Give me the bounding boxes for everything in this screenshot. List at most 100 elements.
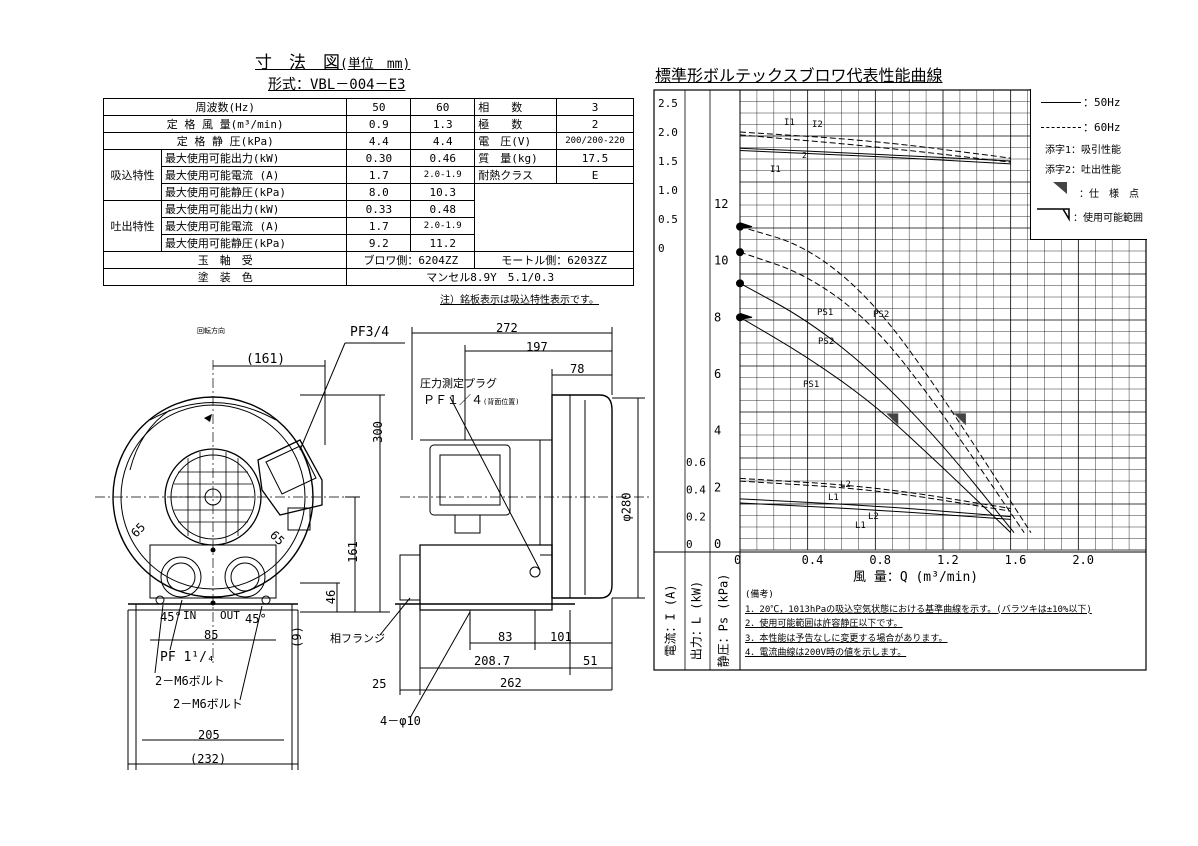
table-row: 塗 装 色 マンセル8.9Y 5.1/0.3 bbox=[102, 268, 634, 286]
note-4: 4．電流曲線は200V時の値を示します。 bbox=[745, 648, 907, 658]
table-row: 定 格 風 量(m³/min) 0.9 1.3 極 数 2 bbox=[102, 115, 634, 133]
range-icon bbox=[1037, 208, 1070, 222]
dim-197: 197 bbox=[526, 340, 548, 354]
x-tick-label: 2.0 bbox=[1072, 553, 1094, 567]
spec-label2: 極 数 bbox=[474, 115, 558, 133]
dimension-drawing bbox=[95, 327, 650, 770]
dim-pf34: PF3/4 bbox=[350, 325, 390, 340]
series-L1-60Hz bbox=[739, 480, 1011, 512]
table-row: 定 格 静 圧(kPa) 4.4 4.4 電 圧(V) 200/200-220 bbox=[102, 132, 634, 150]
table-row: 吐出特性 最大使用可能出力(kW) 0.33 0.48 bbox=[103, 200, 634, 252]
x-axis-label: 風 量：Q (m³/min) bbox=[853, 570, 979, 585]
table-row: 玉 軸 受 ブロワ側：6204ZZ モートル側：6203ZZ bbox=[102, 251, 634, 269]
table-row: 最大使用可能静圧(kPa) 8.0 10.3 bbox=[104, 183, 634, 252]
spec-point-icon bbox=[953, 413, 966, 426]
legend-sub2: 添字2：吐出性能 bbox=[1045, 165, 1122, 176]
power-tick-label: 0.2 bbox=[686, 511, 706, 524]
dim-161: 161 bbox=[345, 541, 360, 563]
legend-sub1: 添字1：吸引性能 bbox=[1045, 145, 1122, 156]
dim-161-paren: (161) bbox=[246, 352, 286, 367]
x-tick-label: 1.2 bbox=[937, 553, 959, 567]
deg-out: 45° bbox=[245, 612, 267, 626]
dim-phi280: φ280 bbox=[619, 492, 634, 522]
range-arrow-icon bbox=[739, 221, 753, 230]
series-start-point bbox=[736, 248, 744, 257]
curve-label-l2-60: L2 bbox=[840, 480, 851, 490]
bearing-motor: モートル側：6203ZZ bbox=[474, 251, 634, 269]
current-tick-label: 2.5 bbox=[658, 97, 678, 110]
current-tick-label: 0.5 bbox=[658, 213, 678, 226]
series-PS1-60Hz bbox=[739, 251, 1025, 533]
current-tick-label: 1.5 bbox=[658, 155, 678, 168]
note-3: 3．本性能は予告なしに変更する場合があります。 bbox=[745, 633, 948, 644]
group-suction: 吸込特性 bbox=[103, 149, 162, 201]
spec-point-icon bbox=[886, 413, 899, 426]
dim-51: 51 bbox=[583, 654, 598, 668]
in-label: IN bbox=[183, 609, 197, 622]
legend-60hz bbox=[1041, 127, 1081, 128]
spec-label: 定 格 風 量(m³/min) bbox=[102, 115, 348, 133]
spec-label: 最大使用可能静圧(kPa) bbox=[160, 183, 348, 201]
spec-table: 周波数(Hz) 50 60 相 数 3 定 格 風 量(m³/min) 0.9 … bbox=[102, 98, 634, 286]
spec-value-60: 0.48 bbox=[410, 200, 476, 218]
curve-label-ps2-50: PS2 bbox=[818, 337, 835, 347]
pressure-tick-label: 6 bbox=[714, 367, 721, 381]
series-I1-60Hz bbox=[739, 134, 1011, 163]
pressure-tick-label: 0 bbox=[714, 537, 721, 551]
paint-value: マンセル8.9Y 5.1/0.3 bbox=[346, 268, 634, 286]
note-2: 2．使用可能範囲は許容静圧以下です。 bbox=[745, 619, 903, 629]
nameplate-note: 注）銘板表示は吸込特性表示です。 bbox=[440, 295, 599, 306]
notes-title: (備考) bbox=[745, 590, 774, 600]
curve-label-i1-50: I1 bbox=[770, 165, 781, 175]
group-discharge: 吐出特性 bbox=[103, 200, 162, 252]
table-row: 最大使用可能電流 (A) 1.7 2.0-1.9 bbox=[104, 217, 634, 235]
bolt-label-2: 2－M6ボルト bbox=[173, 697, 243, 711]
paint-label: 塗 装 色 bbox=[102, 268, 348, 286]
curve-label-ps1-60: PS1 bbox=[817, 308, 834, 318]
title-text: 寸 法 図 bbox=[255, 53, 340, 73]
series-I2-60Hz bbox=[739, 131, 1011, 159]
series-I1-50Hz bbox=[739, 150, 1011, 165]
chart-title: 標準形ボルテックスブロワ代表性能曲線 bbox=[655, 66, 943, 85]
power-tick-label: 0 bbox=[686, 538, 693, 551]
note-1: 1．20℃，1013hPaの吸込空気状態における基準曲線を示す。(バラツキは±1… bbox=[745, 604, 1092, 615]
legend-box: ：50Hz ：60Hz 添字1：吸引性能 添字2：吐出性能 ：仕 様 点 ：使用… bbox=[1030, 89, 1147, 240]
curve-label-ps2-60: PS2 bbox=[873, 310, 890, 320]
y-axis-pressure: 静圧：Ps (kPa) bbox=[716, 573, 731, 668]
pf-1-1-4: PF 1¹/₄ bbox=[160, 650, 215, 665]
dim-9: (9) bbox=[289, 626, 304, 648]
range-arrow-icon bbox=[739, 312, 753, 320]
dim-208-7: 208.7 bbox=[474, 654, 511, 668]
curve-label-l2-50: L2 bbox=[868, 512, 879, 522]
curve-label-ps1-50: PS1 bbox=[803, 380, 820, 390]
dim-78: 78 bbox=[570, 362, 585, 376]
legend-spec-point: ：仕 様 点 bbox=[1079, 189, 1139, 200]
power-tick-label: 0.6 bbox=[686, 456, 706, 469]
bearing-label: 玉 軸 受 bbox=[102, 251, 348, 269]
series-PS2-50Hz bbox=[739, 282, 1015, 533]
legend-50hz bbox=[1041, 102, 1081, 103]
series-L2-60Hz bbox=[739, 477, 1011, 509]
series-PS1-50Hz bbox=[739, 316, 1012, 534]
spec-label2: 相 数 bbox=[474, 98, 558, 116]
dim-83: 83 bbox=[498, 630, 513, 644]
spec-value-60: 10.3 bbox=[410, 183, 476, 201]
pressure-tick-label: 4 bbox=[714, 424, 721, 438]
blank-cell bbox=[474, 183, 634, 252]
y-axis-power: 出力：L (kW) bbox=[689, 580, 704, 661]
spec-label: 最大使用可能電流 (A) bbox=[160, 217, 348, 235]
spec-label2: 耐熱クラス bbox=[474, 166, 558, 184]
dim-205: 205 bbox=[198, 728, 220, 742]
power-tick-label: 0.4 bbox=[686, 483, 706, 496]
notes-block: (備考) 1．20℃，1013hPaの吸込空気状態における基準曲線を示す。(バラ… bbox=[745, 588, 1092, 661]
spec-value-60: 0.46 bbox=[410, 149, 476, 167]
spec-label: 定 格 静 圧(kPa) bbox=[102, 132, 348, 150]
x-tick-label: 0 bbox=[734, 553, 741, 567]
dim-25: 25 bbox=[372, 677, 387, 691]
series-I2-50Hz bbox=[739, 147, 1011, 162]
current-tick-label: 1.0 bbox=[658, 184, 678, 197]
series-L1-50Hz bbox=[739, 502, 1011, 520]
current-tick-label: 0 bbox=[658, 242, 665, 255]
curve-label-i1: I1 bbox=[784, 118, 795, 128]
dim-262: 262 bbox=[500, 676, 522, 690]
